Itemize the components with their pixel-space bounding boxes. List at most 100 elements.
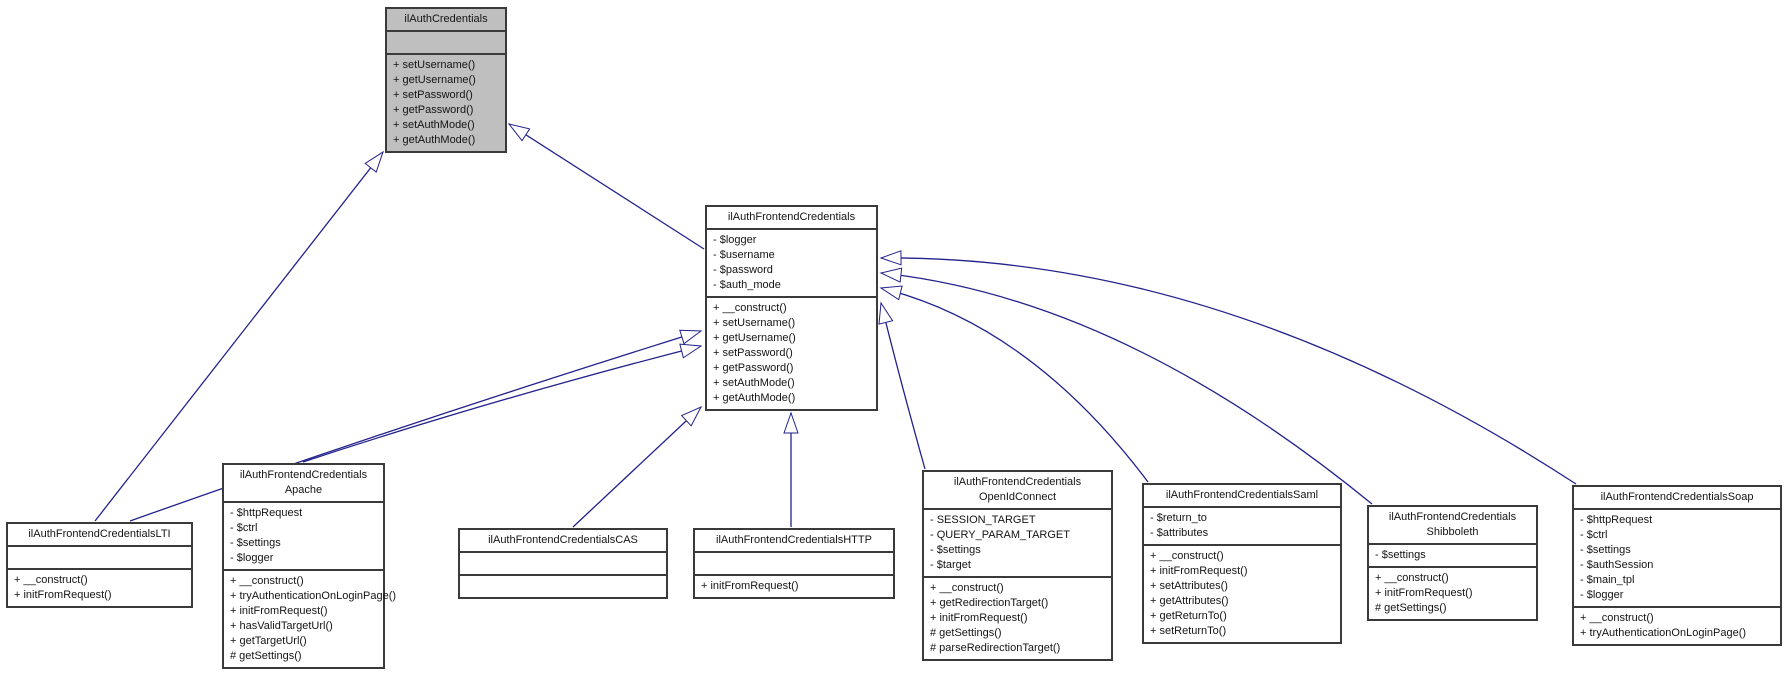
class-title-line: ilAuthFrontendCredentialsSaml: [1165, 489, 1319, 501]
class-title-line: ilAuthFrontendCredentialsLTI: [28, 528, 171, 540]
class-methods-section: + setUsername() + getUsername() + setPassw…: [387, 55, 505, 151]
method-row: + tryAuthenticationOnLoginPage(): [230, 590, 397, 602]
class-title-line: ilAuthFrontendCredentials: [953, 476, 1082, 488]
attribute-row: - $target: [930, 559, 971, 571]
attribute-row: - $password: [713, 264, 773, 276]
method-row: + __construct(): [1150, 550, 1224, 562]
attribute-row: - $logger: [230, 552, 274, 564]
method-row: + getPassword(): [393, 104, 474, 116]
attribute-row: - QUERY_PARAM_TARGET: [930, 529, 1070, 541]
method-row: + getAuthMode(): [713, 392, 796, 404]
method-row: + getTargetUrl(): [230, 635, 307, 647]
class-title: ilAuthFrontendCredentialsLTI: [8, 524, 191, 547]
method-row: + initFromRequest(): [230, 605, 328, 617]
method-row: + initFromRequest(): [701, 580, 799, 592]
method-row: + setReturnTo(): [1150, 625, 1227, 637]
class-methods-section: + __construct() + initFromRequest() # getS…: [1369, 568, 1536, 619]
inheritance-arrow-cas-to-frontend: [572, 405, 703, 528]
method-row: + __construct(): [713, 302, 787, 314]
class-attributes-section: - $logger- $username- $password- $auth_m…: [707, 230, 876, 298]
class-title: ilAuthCredentials: [387, 9, 505, 32]
class-attributes-section: - SESSION_TARGET - QUERY_PARAM_TARGET - $s…: [924, 510, 1111, 578]
class-box-ilAuthCredentials[interactable]: ilAuthCredentials + setUsername() + getUse…: [385, 7, 507, 153]
attribute-row: - $httpRequest: [1580, 514, 1653, 526]
class-title: ilAuthFrontendCredentials: [707, 207, 876, 230]
method-row: + hasValidTargetUrl(): [230, 620, 333, 632]
method-row: + __construct(): [230, 575, 304, 587]
class-title-line: ilAuthCredentials: [404, 13, 488, 25]
class-attributes-section: [460, 553, 666, 576]
class-title-line: ilAuthFrontendCredentials: [239, 469, 368, 481]
method-row: + initFromRequest(): [1375, 587, 1473, 599]
method-row: + getUsername(): [713, 332, 796, 344]
class-title-line: Apache: [284, 484, 323, 496]
attribute-row: - $httpRequest: [230, 507, 303, 519]
class-title: ilAuthFrontendCredentialsHTTP: [695, 530, 893, 553]
method-row: # parseRedirectionTarget(): [930, 642, 1061, 654]
inheritance-arrow-apache-to-frontend: [302, 343, 703, 463]
class-methods-section: + __construct() + tryAuthenticationOnLogi…: [224, 571, 397, 667]
method-row: + setAuthMode(): [713, 377, 795, 389]
method-row: + getAttributes(): [1150, 595, 1229, 607]
inheritance-arrow-saml-to-frontend: [879, 285, 1149, 483]
method-row: + getAuthMode(): [393, 134, 476, 146]
attribute-row: - $settings: [1580, 544, 1631, 556]
class-title-line: ilAuthFrontendCredentials: [727, 211, 856, 223]
class-box-ilAuthFrontendCredentialsHTTP[interactable]: ilAuthFrontendCredentialsHTTP + initFromR…: [693, 528, 895, 599]
class-methods-section: + __construct()+ getRedirectionTarget()+…: [924, 578, 1111, 659]
class-title-line: ilAuthFrontendCredentialsHTTP: [716, 534, 872, 546]
class-box-ilAuthFrontendCredentials[interactable]: ilAuthFrontendCredentials - $logger- $use…: [705, 205, 878, 411]
class-box-ilAuthFrontendCredentialsSaml[interactable]: ilAuthFrontendCredentialsSaml - $return_t…: [1142, 483, 1342, 644]
class-title-line: ilAuthFrontendCredentialsCAS: [488, 534, 638, 546]
method-row: + __construct(): [14, 574, 88, 586]
attribute-row: - $logger: [713, 234, 757, 246]
method-row: + __construct(): [1375, 572, 1449, 584]
class-box-ilAuthFrontendCredentialsSoap[interactable]: ilAuthFrontendCredentialsSoap - $httpRequ…: [1572, 485, 1782, 646]
inheritance-arrow-lti-to-frontend: [129, 329, 703, 522]
method-row: + setAuthMode(): [393, 119, 475, 131]
class-attributes-section: [695, 553, 893, 576]
method-row: + setUsername(): [393, 59, 476, 71]
class-attributes-section: - $httpRequest- $ctrl- $settings- $authS…: [1574, 510, 1780, 608]
class-box-ilAuthFrontendCredentialsCAS[interactable]: ilAuthFrontendCredentialsCAS: [458, 528, 668, 599]
class-title-line: ilAuthFrontendCredentialsSoap: [1600, 491, 1754, 503]
method-row: + setUsername(): [713, 317, 796, 329]
method-row: + getPassword(): [713, 362, 794, 374]
class-title-line: OpenIdConnect: [978, 491, 1057, 503]
method-row: + setPassword(): [393, 89, 473, 101]
class-methods-section: + __construct() + initFromRequest() + setA…: [1144, 546, 1340, 642]
method-row: + initFromRequest(): [1150, 565, 1248, 577]
class-methods-section: + initFromRequest(): [695, 576, 893, 597]
attribute-row: - $attributes: [1150, 527, 1209, 539]
attribute-row: - $settings: [930, 544, 981, 556]
class-box-ilAuthFrontendCredentialsLTI[interactable]: ilAuthFrontendCredentialsLTI + __construc…: [6, 522, 193, 608]
class-title: ilAuthFrontendCredentialsCAS: [460, 530, 666, 553]
inheritance-arrow-openidconnect-to-frontend: [878, 301, 926, 470]
method-row: # getSettings(): [1375, 602, 1447, 614]
class-methods-section: + __construct()+ tryAuthenticationOnLogi…: [1574, 608, 1780, 644]
inheritance-arrow-frontend-to-ilauthcredentials: [507, 123, 705, 250]
class-methods-section: + __construct()+ initFromRequest(): [8, 570, 191, 606]
attribute-row: - SESSION_TARGET: [930, 514, 1036, 526]
inheritance-arrow-soap-to-frontend: [879, 250, 1577, 485]
method-row: + getUsername(): [393, 74, 476, 86]
method-row: + initFromRequest(): [930, 612, 1028, 624]
method-row: # getSettings(): [230, 650, 302, 662]
class-attributes-section: - $return_to- $attributes: [1144, 508, 1340, 546]
method-row: # getSettings(): [930, 627, 1002, 639]
attribute-row: - $main_tpl: [1580, 574, 1635, 586]
attribute-row: - $logger: [1580, 589, 1624, 601]
class-attributes-section: [8, 547, 191, 570]
method-row: + getRedirectionTarget(): [930, 597, 1049, 609]
attribute-row: - $authSession: [1580, 559, 1654, 571]
attribute-row: - $ctrl: [230, 522, 258, 534]
method-row: + setAttributes(): [1150, 580, 1228, 592]
method-row: + getReturnTo(): [1150, 610, 1227, 622]
class-title: ilAuthFrontendCredentialsSaml: [1144, 485, 1340, 508]
